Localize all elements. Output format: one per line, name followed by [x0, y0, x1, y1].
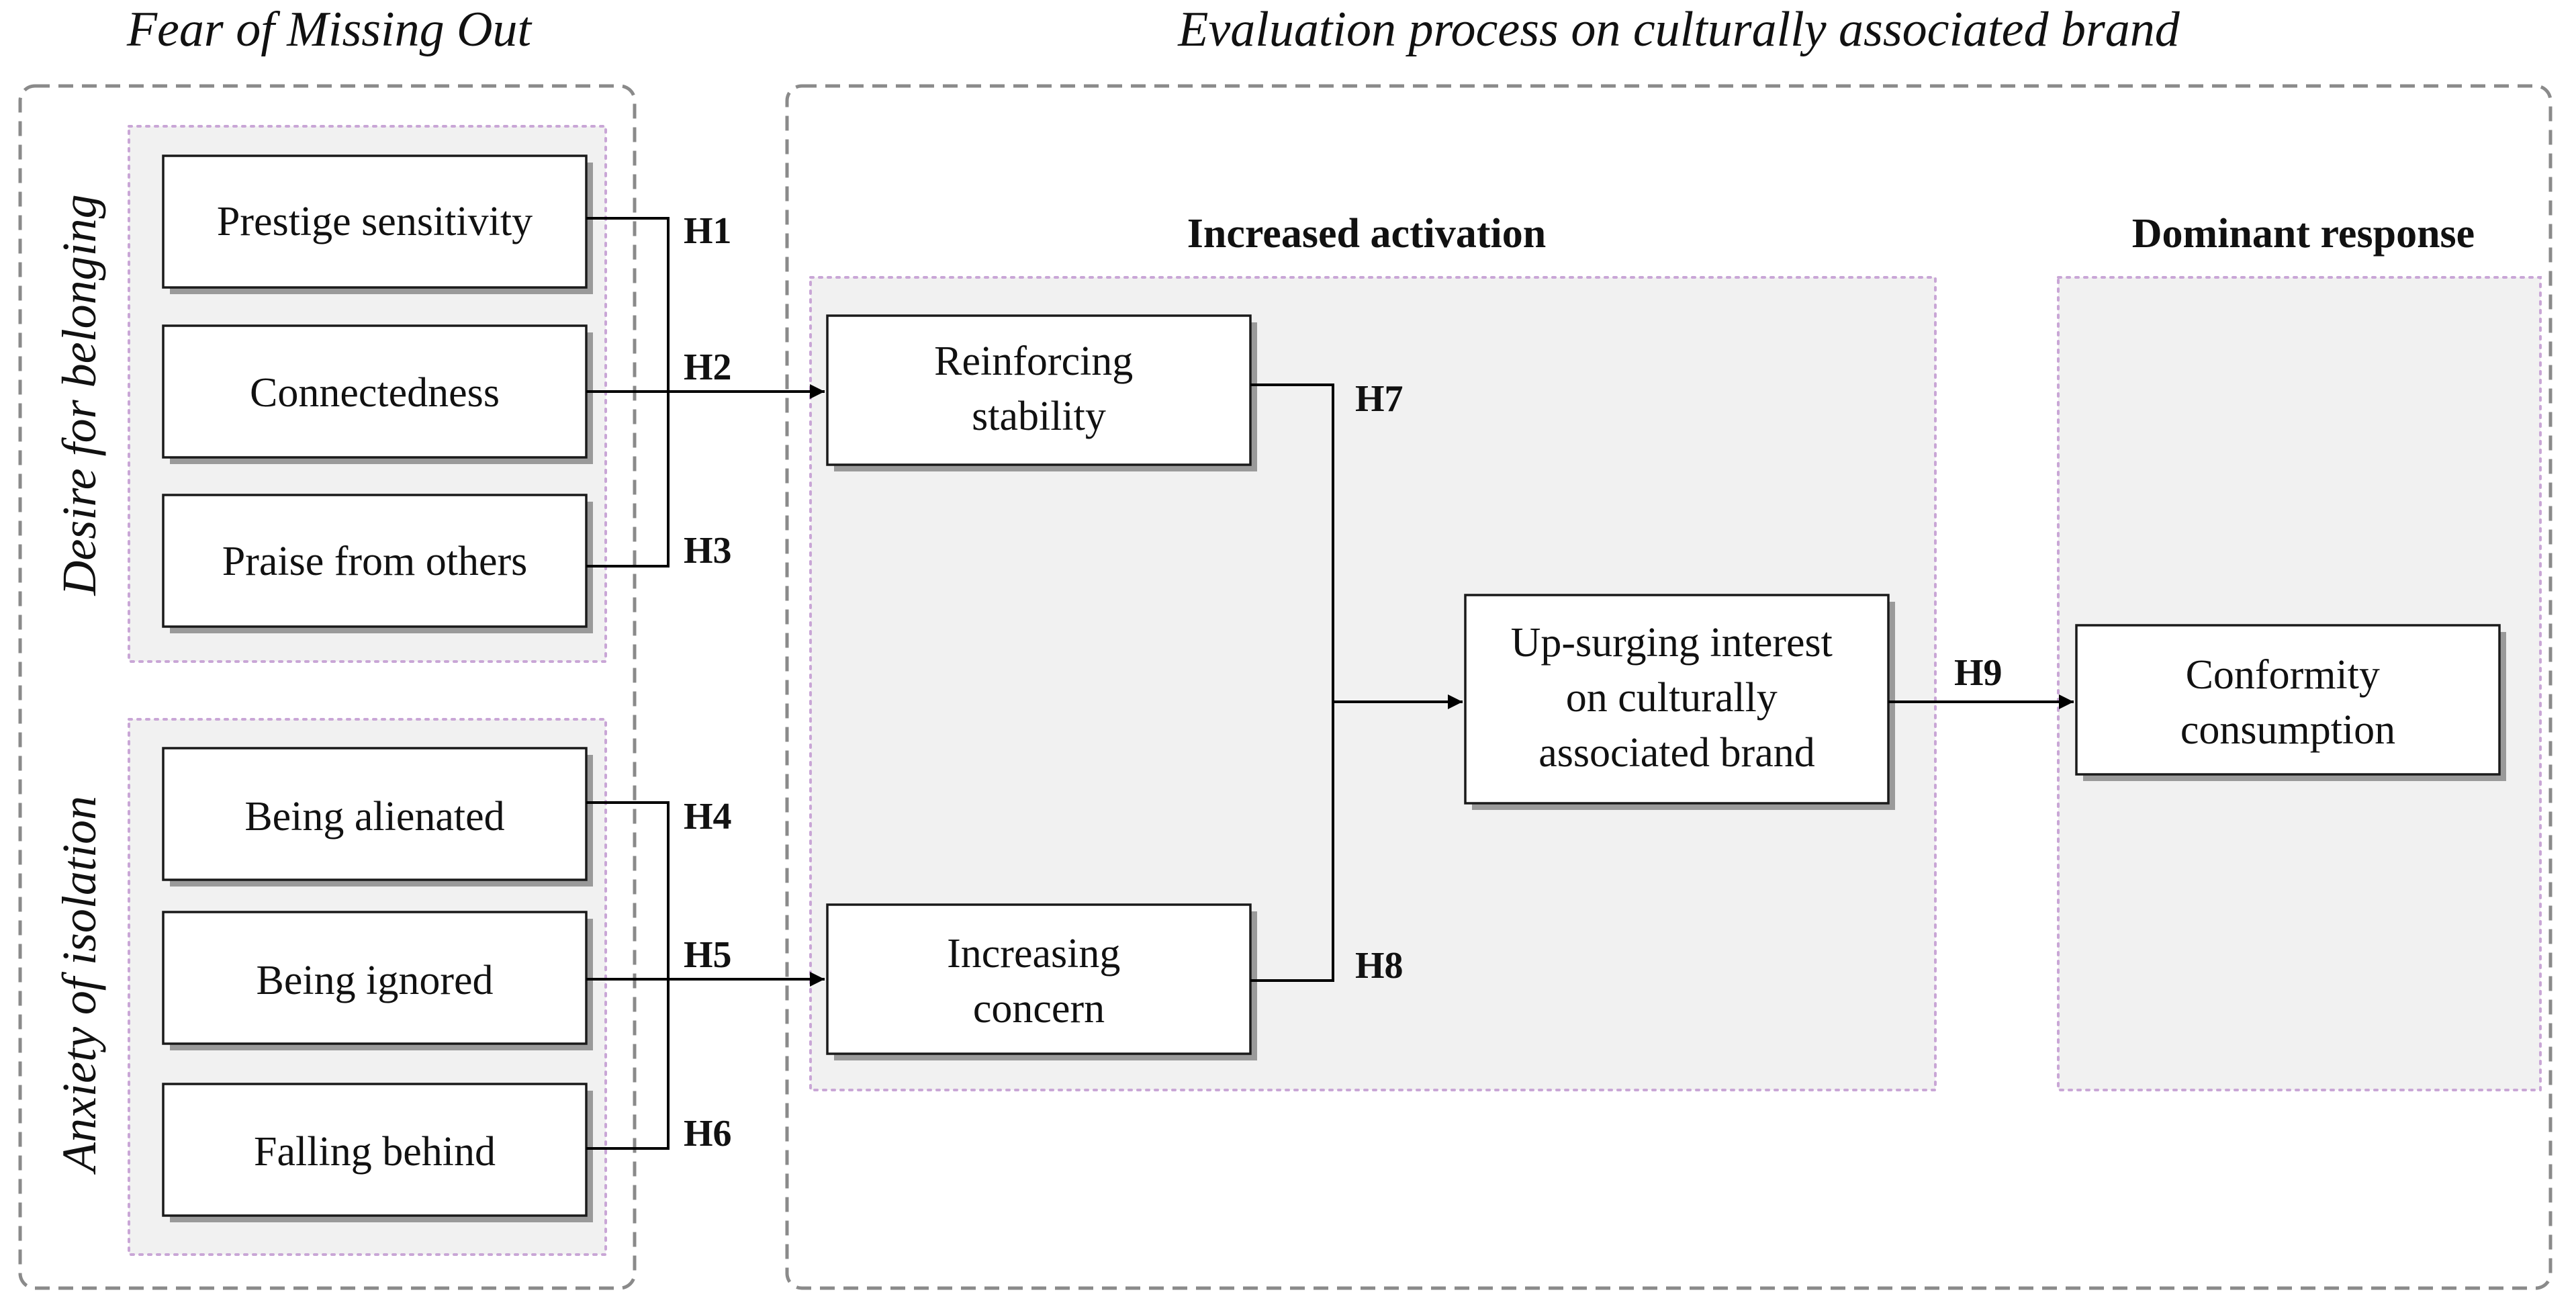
desire-for-belonging-label: Desire for belonging	[52, 194, 106, 596]
connector-h7-h8	[1250, 383, 1463, 982]
svg-text:Reinforcing stability: Reinforcing stability	[934, 338, 1144, 439]
being-ignored-node: Being ignored	[162, 911, 593, 1050]
conformity-consumption-node: Conformity consumption	[2075, 624, 2506, 781]
evaluation-section-title: Evaluation process on culturally associa…	[1177, 2, 2180, 57]
evaluation-outer-frame	[785, 84, 2552, 1290]
connector-h4-h6	[586, 801, 825, 1150]
being-alienated-node: Being alienated	[162, 747, 593, 887]
hypothesis-h5-label: H5	[684, 934, 732, 976]
hypothesis-h8-label: H8	[1355, 945, 1404, 987]
connectedness-node: Connectedness	[162, 324, 593, 464]
falling-behind-node: Falling behind	[162, 1083, 593, 1222]
increased-activation-title: Increased activation	[1187, 211, 1546, 257]
svg-text:Prestige sensitivity: Prestige sensitivity	[217, 199, 533, 244]
svg-text:Praise from others: Praise from others	[222, 539, 528, 584]
fomo-outer-frame	[18, 84, 637, 1290]
hypothesis-h1-label: H1	[684, 210, 732, 252]
praise-from-others-node: Praise from others	[162, 494, 593, 633]
hypothesis-h7-label: H7	[1355, 378, 1404, 420]
up-surging-interest-node: Up-surging interest on culturally associ…	[1464, 594, 1895, 810]
hypothesis-h2-label: H2	[684, 347, 732, 388]
svg-text:Connectedness: Connectedness	[250, 370, 500, 416]
svg-text:Falling behind: Falling behind	[254, 1129, 496, 1175]
prestige-sensitivity-node: Prestige sensitivity	[162, 154, 593, 294]
hypothesis-h3-label: H3	[684, 530, 732, 572]
hypothesis-h9-label: H9	[1954, 652, 2003, 694]
svg-text:Increasing concern: Increasing concern	[947, 931, 1131, 1032]
svg-text:Being ignored: Being ignored	[257, 958, 494, 1003]
svg-text:Conformity consumption: Conformity consumption	[2180, 652, 2395, 753]
increasing-concern-node: Increasing concern	[826, 903, 1257, 1060]
fomo-section-title: Fear of Missing Out	[126, 2, 533, 57]
hypothesis-h6-label: H6	[684, 1113, 732, 1154]
svg-text:Being alienated: Being alienated	[244, 794, 504, 840]
dominant-response-title: Dominant response	[2132, 211, 2475, 257]
anxiety-of-isolation-label: Anxiety of isolation	[52, 796, 106, 1175]
reinforcing-stability-node: Reinforcing stability	[826, 314, 1257, 471]
connector-h1-h3	[586, 217, 825, 568]
svg-text:Up-surging interest on c: Up-surging interest on culturally associ…	[1511, 620, 1843, 776]
hypothesis-h4-label: H4	[684, 796, 732, 837]
